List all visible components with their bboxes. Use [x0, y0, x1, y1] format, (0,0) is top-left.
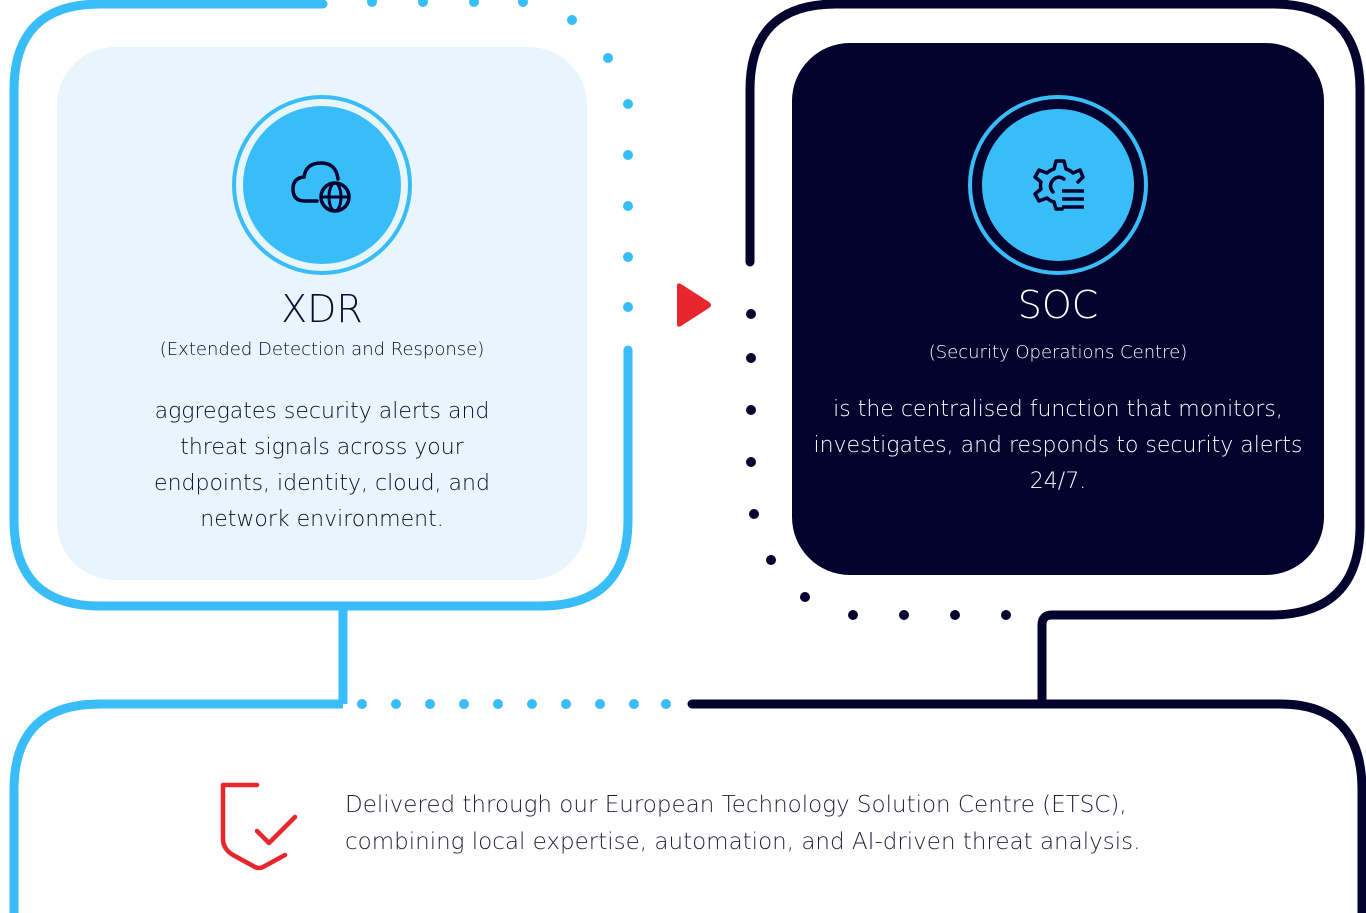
- dots-soc: [746, 309, 1011, 620]
- xdr-icon-ring: [232, 95, 412, 275]
- flow-arrow-icon: [677, 283, 711, 327]
- xdr-description: aggregates security alerts and threat si…: [154, 399, 490, 532]
- shield-check-icon: [220, 782, 298, 871]
- xdr-card: XDR (Extended Detection and Response) ag…: [57, 47, 587, 580]
- soc-icon-ring: [968, 95, 1148, 275]
- soc-title: SOC: [1017, 283, 1099, 327]
- bottom-border-right: [687, 699, 1366, 913]
- xdr-subtitle: (Extended Detection and Response): [159, 339, 485, 360]
- dots-top: [367, 0, 633, 312]
- cloud-globe-icon: [243, 106, 401, 264]
- gear-list-icon: [979, 106, 1137, 264]
- xdr-outer-border: [9, 0, 633, 611]
- soc-outer-border: [745, 0, 1365, 705]
- footer-text-line-1: Delivered through our European Technolog…: [345, 792, 1127, 818]
- soc-card: SOC (Security Operations Centre) is the …: [792, 43, 1324, 575]
- footer-text-line-2: combining local expertise, automation, a…: [345, 829, 1141, 855]
- soc-description: is the centralised function that monitor…: [813, 397, 1303, 494]
- xdr-title: XDR: [281, 287, 363, 331]
- soc-subtitle: (Security Operations Centre): [928, 342, 1188, 363]
- dots-bottom: [357, 699, 671, 709]
- bottom-border-left: [9, 699, 343, 913]
- footer-text: Delivered through our European Technolog…: [345, 787, 1245, 861]
